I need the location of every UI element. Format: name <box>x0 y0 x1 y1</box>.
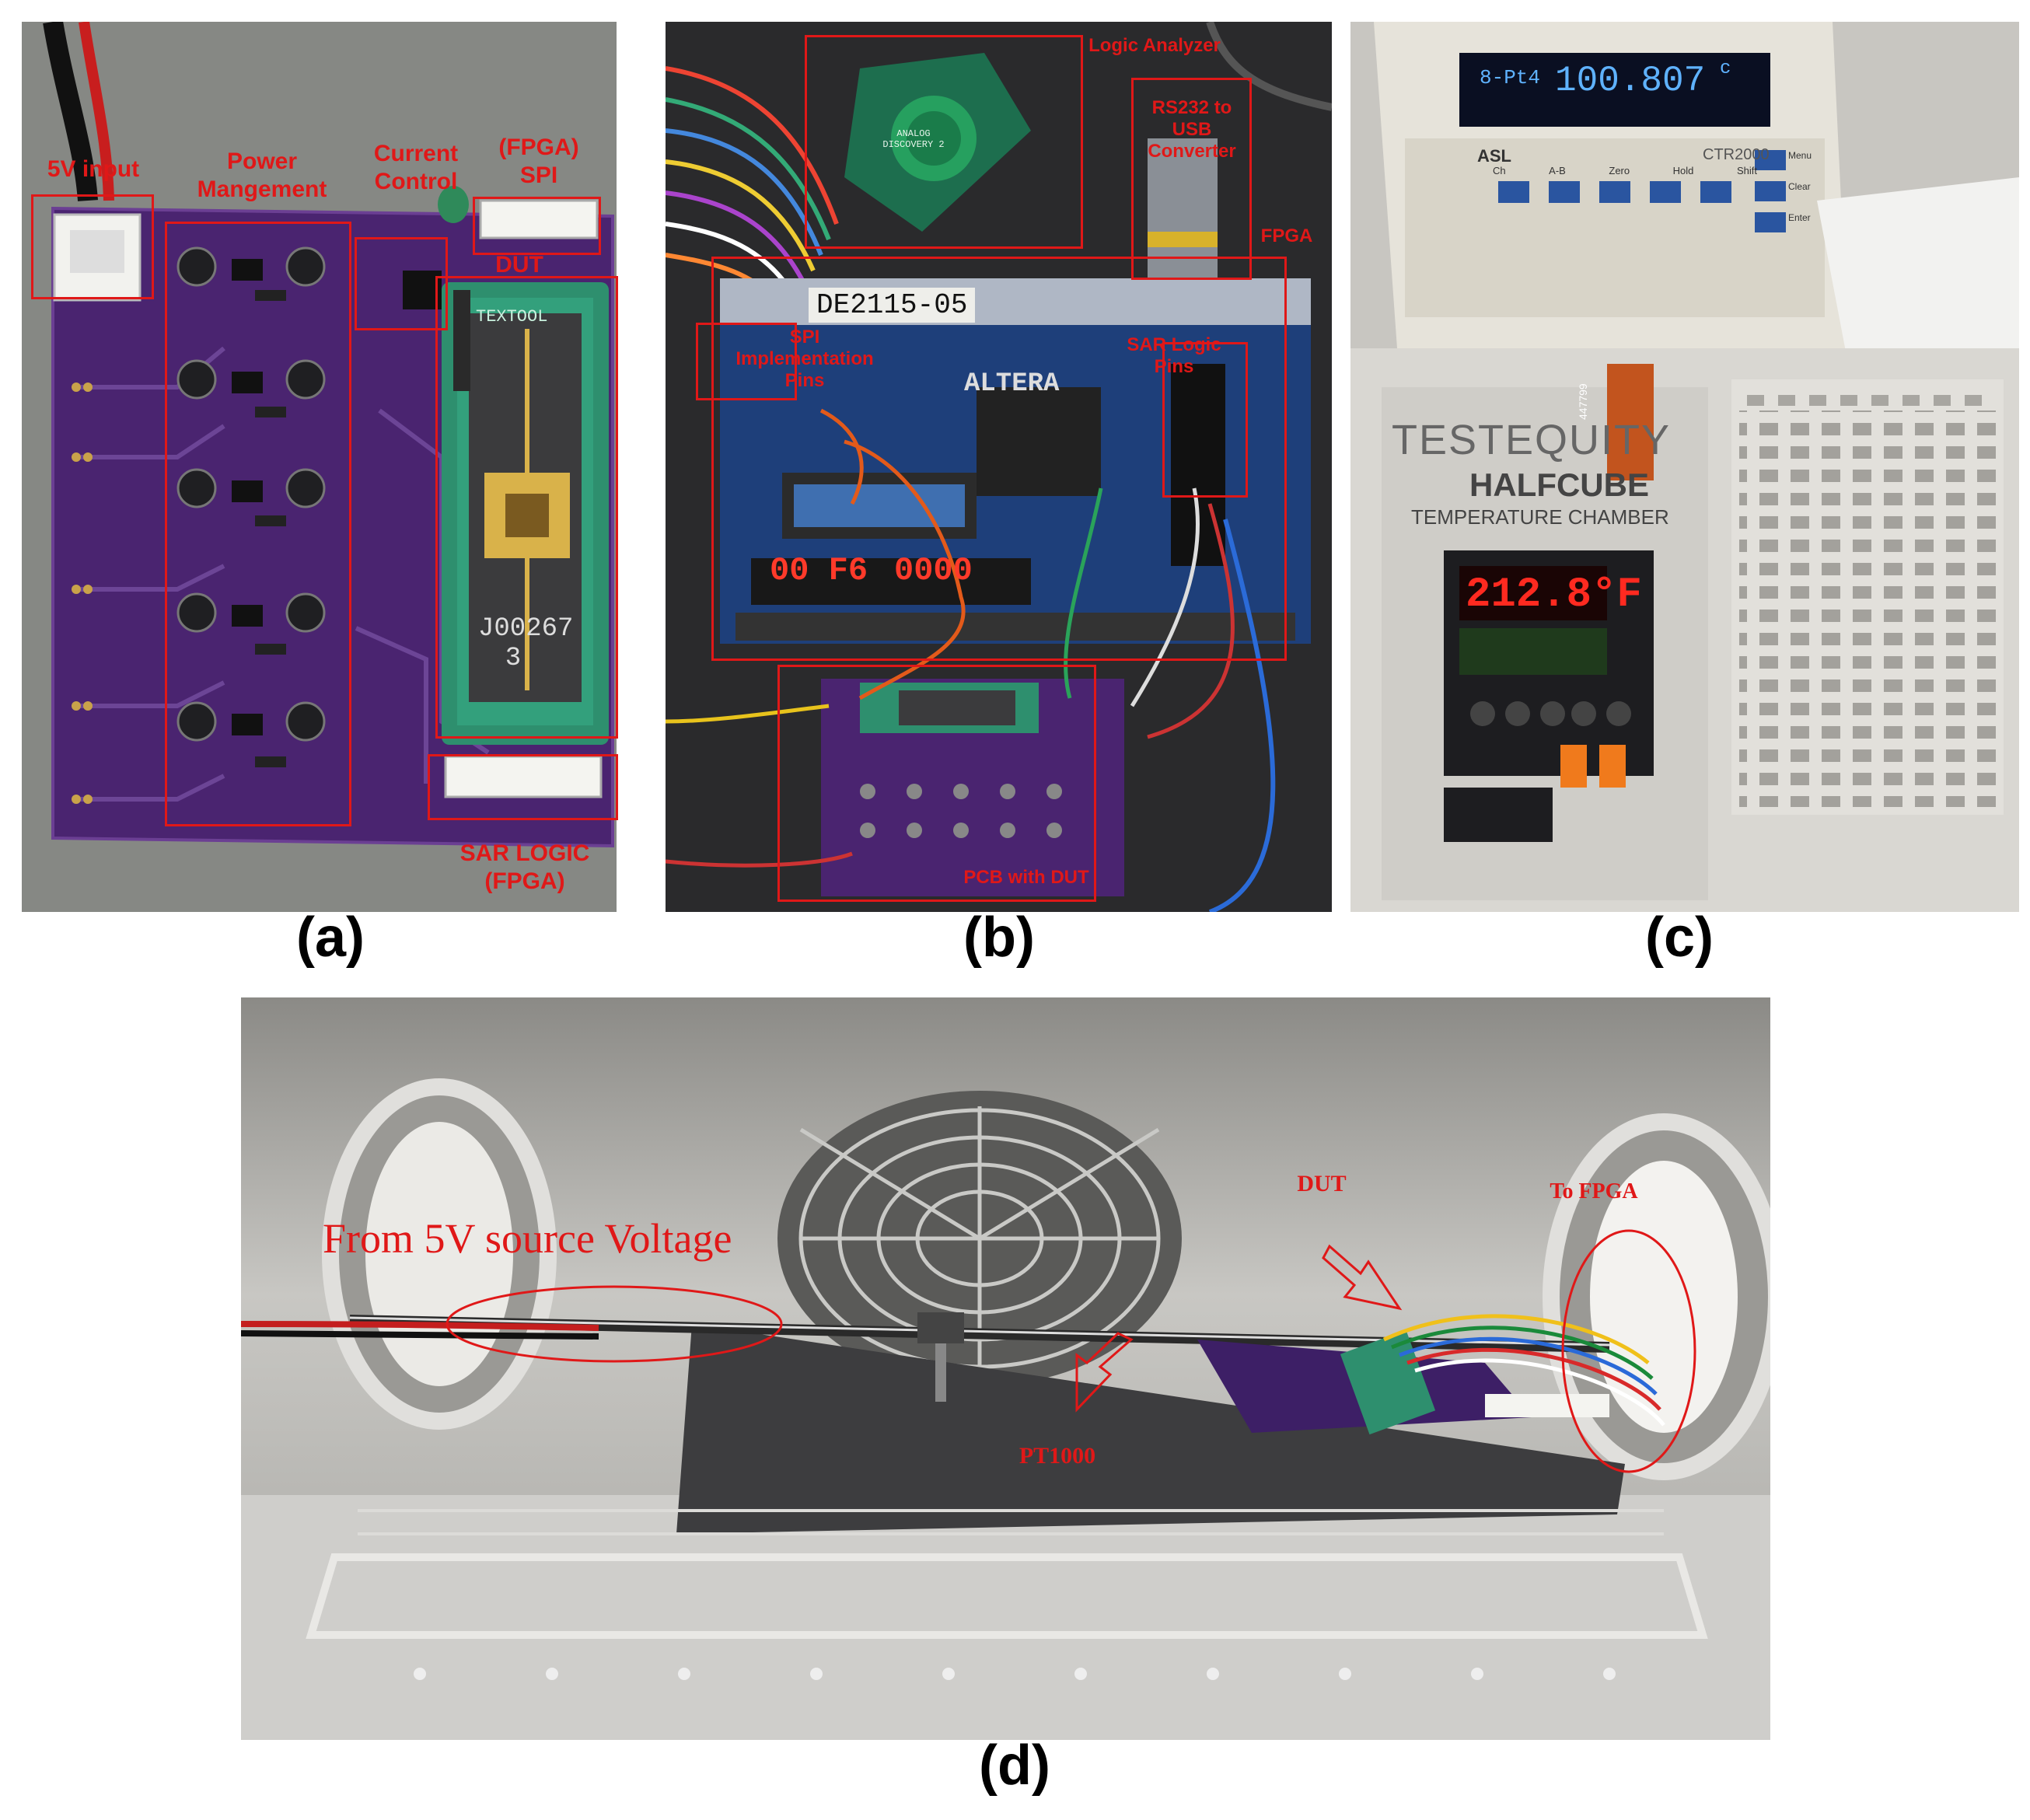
dut-arrow <box>1322 1244 1403 1311</box>
meter-side-buttons: Menu Clear Enter <box>1788 140 1812 233</box>
foam-pad <box>676 1324 1625 1534</box>
box-power-management <box>165 222 351 826</box>
box-pcb-dut <box>777 665 1096 902</box>
ic-array <box>232 259 442 735</box>
box-sar-pins <box>1162 342 1248 498</box>
meter-brand: ASL <box>1477 146 1511 166</box>
label-source-voltage: From 5V source Voltage <box>323 1215 732 1262</box>
to-fpga-ellipse <box>1561 1229 1696 1473</box>
chamber-illustration <box>1350 22 2019 912</box>
box-fpga <box>711 257 1287 661</box>
box-rs232 <box>1131 78 1252 280</box>
caption-a: (a) <box>296 907 365 969</box>
meter-button-ab[interactable]: A-B <box>1549 165 1566 176</box>
label-fpga-spi: (FPGA) SPI <box>498 134 579 188</box>
label-dut-d: DUT <box>1297 1171 1347 1196</box>
box-dut <box>435 276 618 739</box>
label-spi-pins: SPI Implementation Pins <box>735 327 874 391</box>
box-5v-input <box>31 194 154 299</box>
label-logic-analyzer: Logic Analyzer <box>1088 35 1221 56</box>
power-cable <box>43 22 98 201</box>
chamber-interior-illustration <box>241 997 1770 1740</box>
meter-display <box>1459 53 1770 127</box>
label-to-fpga: To FPGA <box>1550 1179 1638 1203</box>
box-current-control <box>355 237 448 330</box>
meter-button-menu[interactable]: Menu <box>1788 150 1812 161</box>
label-current-control: Current Control <box>373 141 459 194</box>
box-sar-logic <box>428 754 618 820</box>
meter-button-ch[interactable]: Ch <box>1493 165 1506 176</box>
label-pcb-dut: PCB with DUT <box>963 867 1089 888</box>
panel-b-fpga-photo <box>666 22 1332 912</box>
rs232-converter <box>1148 138 1218 278</box>
wire-rack <box>306 1553 1708 1639</box>
panel-d-chamber-interior-photo <box>241 997 1770 1740</box>
sticker-number: 447799 <box>1577 383 1589 420</box>
meter-model: CTR2000 <box>1703 146 1770 163</box>
box-logic-analyzer <box>805 35 1083 249</box>
caption-b: (b) <box>963 907 1035 969</box>
meter-button-shift[interactable]: Shift <box>1736 165 1757 176</box>
controller-reading: 212.8°F <box>1466 571 1642 619</box>
capacitor-array <box>176 246 326 742</box>
board-tag: DE2115-05 <box>809 288 976 323</box>
label-sar-logic: SAR LOGIC (FPGA) <box>459 840 590 894</box>
meter-button-clear[interactable]: Clear <box>1788 181 1811 192</box>
pt1000-arrow <box>1075 1332 1134 1413</box>
board-brand: ALTERA <box>964 369 1060 399</box>
panel-c-chamber-photo <box>1350 22 2019 912</box>
caption-c: (c) <box>1645 907 1714 969</box>
fpga-chip <box>977 387 1101 496</box>
panel-a-pcb-photo <box>22 22 617 912</box>
meter-reading: 100.807 <box>1555 61 1706 101</box>
source-ellipse <box>445 1285 783 1363</box>
box-fpga-spi <box>473 197 601 255</box>
label-5v-input: 5V input <box>47 156 140 182</box>
socket-label: TEXTOOL <box>476 307 548 327</box>
chamber-subtitle: TEMPERATURE CHAMBER <box>1411 505 1669 529</box>
meter-button-row: Ch A-B Zero Hold Shift <box>1493 165 1757 176</box>
label-dut: DUT <box>495 252 543 278</box>
label-rs232: RS232 to USB Converter <box>1148 97 1236 162</box>
meter-button-enter[interactable]: Enter <box>1788 212 1811 223</box>
label-sar-pins: SAR Logic Pins <box>1127 334 1221 377</box>
analyzer-brand: ANALOG DISCOVERY 2 <box>882 128 945 150</box>
meter-unit: c <box>1720 58 1731 79</box>
caption-d: (d) <box>979 1734 1050 1797</box>
5v-connector <box>53 213 142 302</box>
seven-seg-left: 00 F6 <box>770 552 868 589</box>
chamber-brand: TESTEQUITY <box>1392 417 1672 463</box>
meter-button-hold[interactable]: Hold <box>1672 165 1694 176</box>
label-fpga: FPGA <box>1260 225 1313 246</box>
meter-button-zero[interactable]: Zero <box>1609 165 1630 176</box>
fpga-setup-illustration <box>666 22 1332 912</box>
seven-seg-right: 0000 <box>894 552 973 589</box>
box-spi-pins <box>696 323 797 400</box>
chamber-model: HALFCUBE <box>1469 466 1649 503</box>
label-pt1000: PT1000 <box>1018 1443 1096 1469</box>
label-power-management: Power Mangement <box>197 148 327 202</box>
pcb-illustration <box>22 22 617 912</box>
lcd-display <box>794 484 965 527</box>
meter-channel: 8-Pt4 <box>1480 66 1541 89</box>
